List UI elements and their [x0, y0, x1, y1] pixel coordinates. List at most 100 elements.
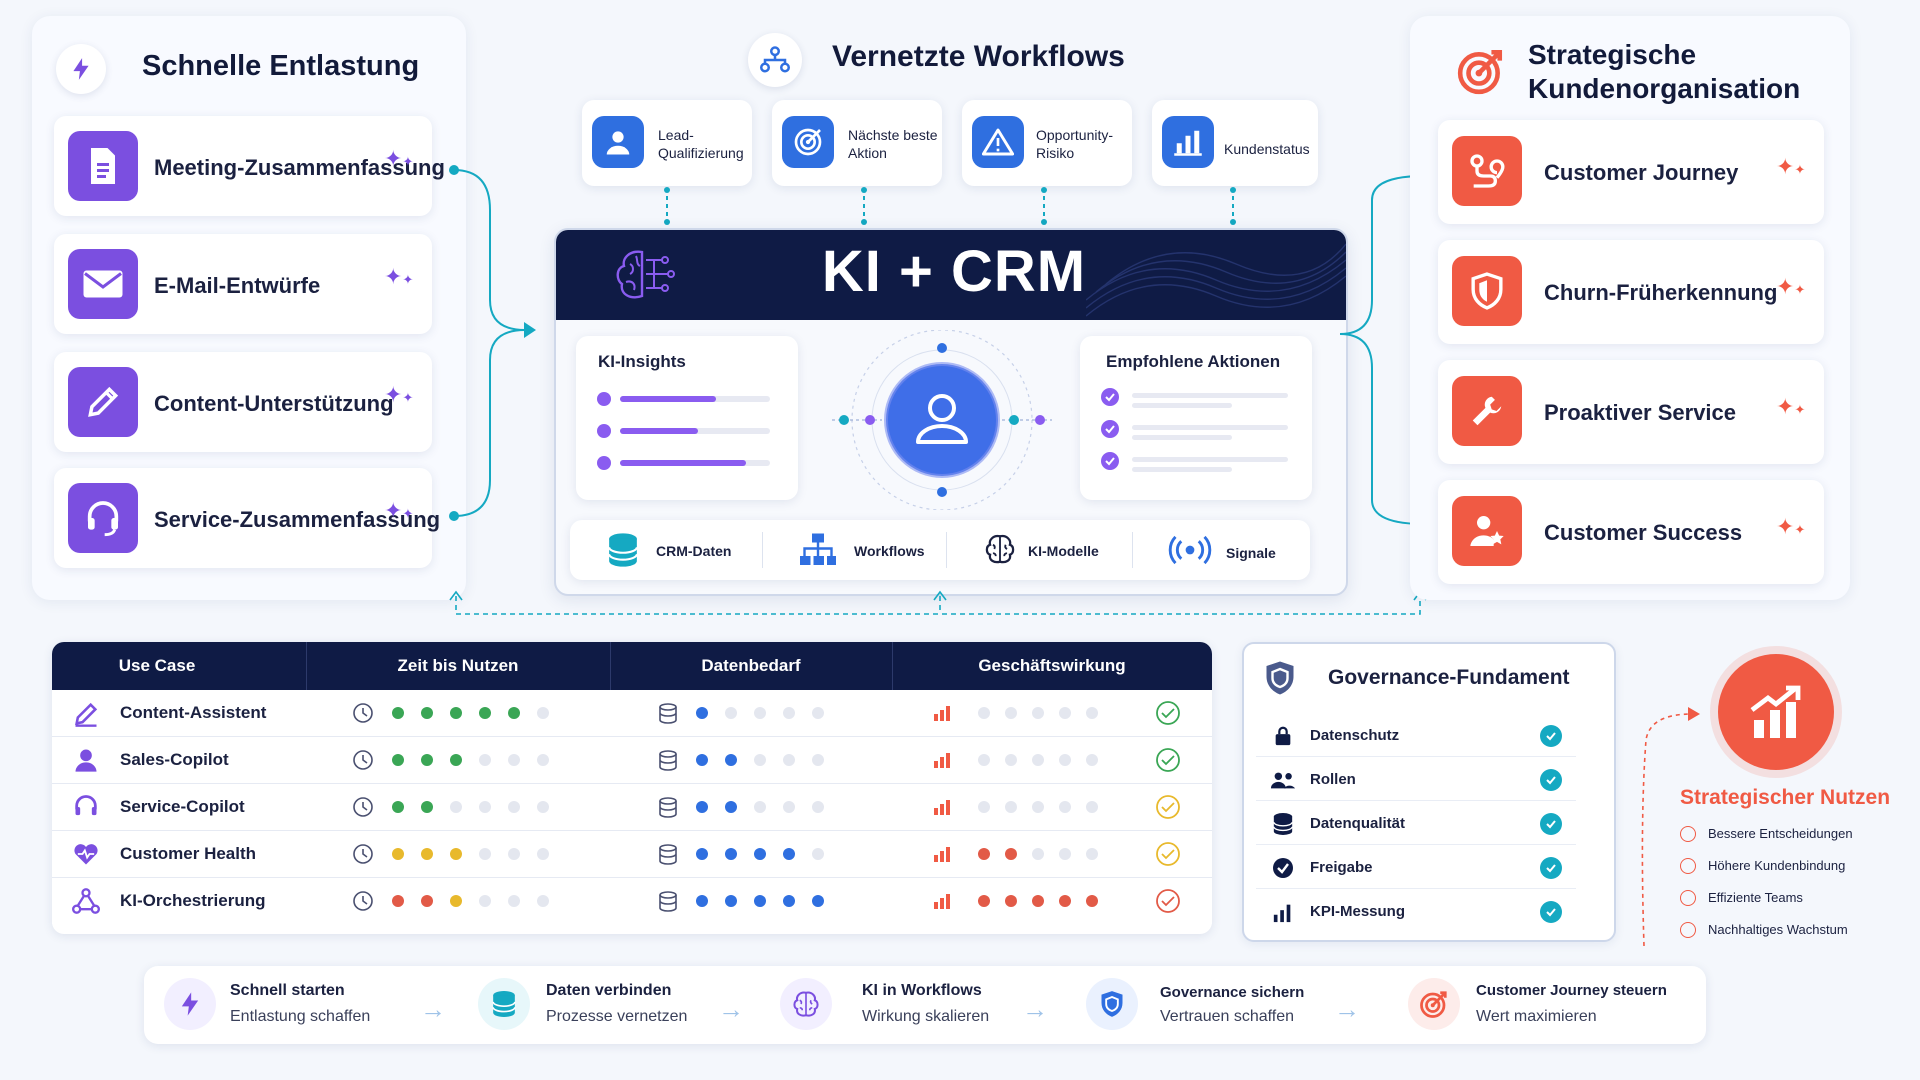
table-row[interactable]: Content-Assistent: [52, 690, 1212, 737]
time-dot: [450, 848, 462, 860]
check-icon: [1680, 858, 1696, 874]
time-dot: [537, 754, 549, 766]
bar-chart-icon: [1162, 116, 1214, 168]
left-item-label: Content-Unterstützung: [154, 391, 394, 416]
step-title: Customer Journey steuern: [1476, 982, 1667, 999]
status-check-mark: [1161, 849, 1175, 860]
impact-dot: [1059, 848, 1071, 860]
data-dot: [812, 707, 824, 719]
impact-bar-icon: [946, 847, 950, 862]
use-case-name: Sales-Copilot: [120, 750, 229, 769]
time-dot: [479, 801, 491, 813]
clock-icon-hands: [362, 896, 368, 905]
check-icon: [1540, 725, 1562, 747]
impact-dot: [1086, 707, 1098, 719]
data-dot: [725, 895, 737, 907]
data-dot: [783, 754, 795, 766]
lock-icon: [1272, 725, 1294, 752]
table-row[interactable]: Service-Copilot: [52, 784, 1212, 831]
impact-dot: [1032, 848, 1044, 860]
arrow-right-icon: →: [420, 994, 446, 1024]
signal-icon: [1168, 534, 1212, 571]
sparkle-icon: ✦✦: [1776, 514, 1806, 539]
database-icon: [478, 978, 530, 1030]
insights-title: KI-Insights: [598, 352, 686, 371]
time-dot: [537, 895, 549, 907]
table-row[interactable]: Sales-Copilot: [52, 737, 1212, 784]
step-title: KI in Workflows: [862, 982, 982, 999]
mail-icon: [68, 249, 138, 319]
document-icon: [68, 131, 138, 201]
data-dot: [783, 801, 795, 813]
table-row[interactable]: Customer Health: [52, 831, 1212, 878]
lightning-icon: [164, 978, 216, 1030]
time-dot: [421, 707, 433, 719]
workflow-network-icon: [798, 532, 838, 573]
data-dot: [696, 801, 708, 813]
clock-icon-hands: [362, 708, 368, 717]
impact-dot: [978, 848, 990, 860]
impact-dot: [1032, 801, 1044, 813]
status-check-mark: [1161, 802, 1175, 813]
database-icon-body: [659, 707, 677, 724]
table-header: Use Case Zeit bis Nutzen Datenbedarf Ges…: [52, 642, 1212, 690]
data-dot: [812, 801, 824, 813]
data-dot: [812, 754, 824, 766]
check-icon: [1540, 901, 1562, 923]
clock-icon: [353, 891, 373, 911]
sparkle-icon: ✦✦: [384, 498, 414, 523]
warning-icon: [972, 116, 1024, 168]
impact-dot: [1059, 754, 1071, 766]
clock-icon: [353, 844, 373, 864]
data-dot: [754, 801, 766, 813]
status-check-mark: [1161, 755, 1175, 766]
time-dot: [450, 754, 462, 766]
database-icon-body: [659, 848, 677, 865]
users-icon: [1270, 770, 1296, 795]
check-icon: [1540, 857, 1562, 879]
time-dot: [421, 801, 433, 813]
check-icon: [1680, 890, 1696, 906]
target-icon: [1456, 46, 1506, 101]
data-dot: [754, 895, 766, 907]
time-dot: [508, 801, 520, 813]
database-icon: [659, 844, 677, 852]
check-icon: [1540, 769, 1562, 791]
col-header-time: Zeit bis Nutzen: [397, 656, 519, 675]
col-header-use-case: Use Case: [118, 656, 196, 675]
sparkle-icon: ✦✦: [384, 382, 414, 407]
target-icon: [782, 116, 834, 168]
data-dot: [696, 848, 708, 860]
data-dot: [783, 707, 795, 719]
benefit-item: Bessere Entscheidungen: [1708, 826, 1853, 841]
impact-bar-icon: [934, 714, 938, 721]
impact-dot: [1032, 895, 1044, 907]
insights-bars: [597, 392, 770, 470]
arrow-right-icon: →: [718, 994, 744, 1024]
time-dot: [450, 707, 462, 719]
top-connector-lines: [664, 187, 1236, 225]
actions-card: [1080, 336, 1312, 500]
divider: [1132, 532, 1133, 568]
governance-label: Freigabe: [1310, 859, 1373, 876]
divider: [946, 532, 947, 568]
impact-dot: [978, 801, 990, 813]
core-header: [556, 230, 1346, 320]
impact-dot: [1059, 895, 1071, 907]
time-dot: [479, 895, 491, 907]
connector-label: CRM-Daten: [656, 543, 732, 559]
time-dot: [392, 848, 404, 860]
wrench-icon: [1452, 376, 1522, 446]
table-row[interactable]: KI-Orchestrierung: [52, 878, 1212, 924]
data-dot: [725, 801, 737, 813]
time-dot: [508, 707, 520, 719]
sparkle-icon: ✦✦: [1776, 154, 1806, 179]
database-icon: [659, 891, 677, 899]
governance-label: Rollen: [1310, 771, 1356, 788]
database-icon: [659, 750, 677, 758]
time-dot: [392, 801, 404, 813]
right-item-label: Churn-Früherkennung: [1544, 280, 1778, 305]
arrow-right-icon: →: [1334, 994, 1360, 1024]
governance-label: Datenqualität: [1310, 815, 1406, 832]
